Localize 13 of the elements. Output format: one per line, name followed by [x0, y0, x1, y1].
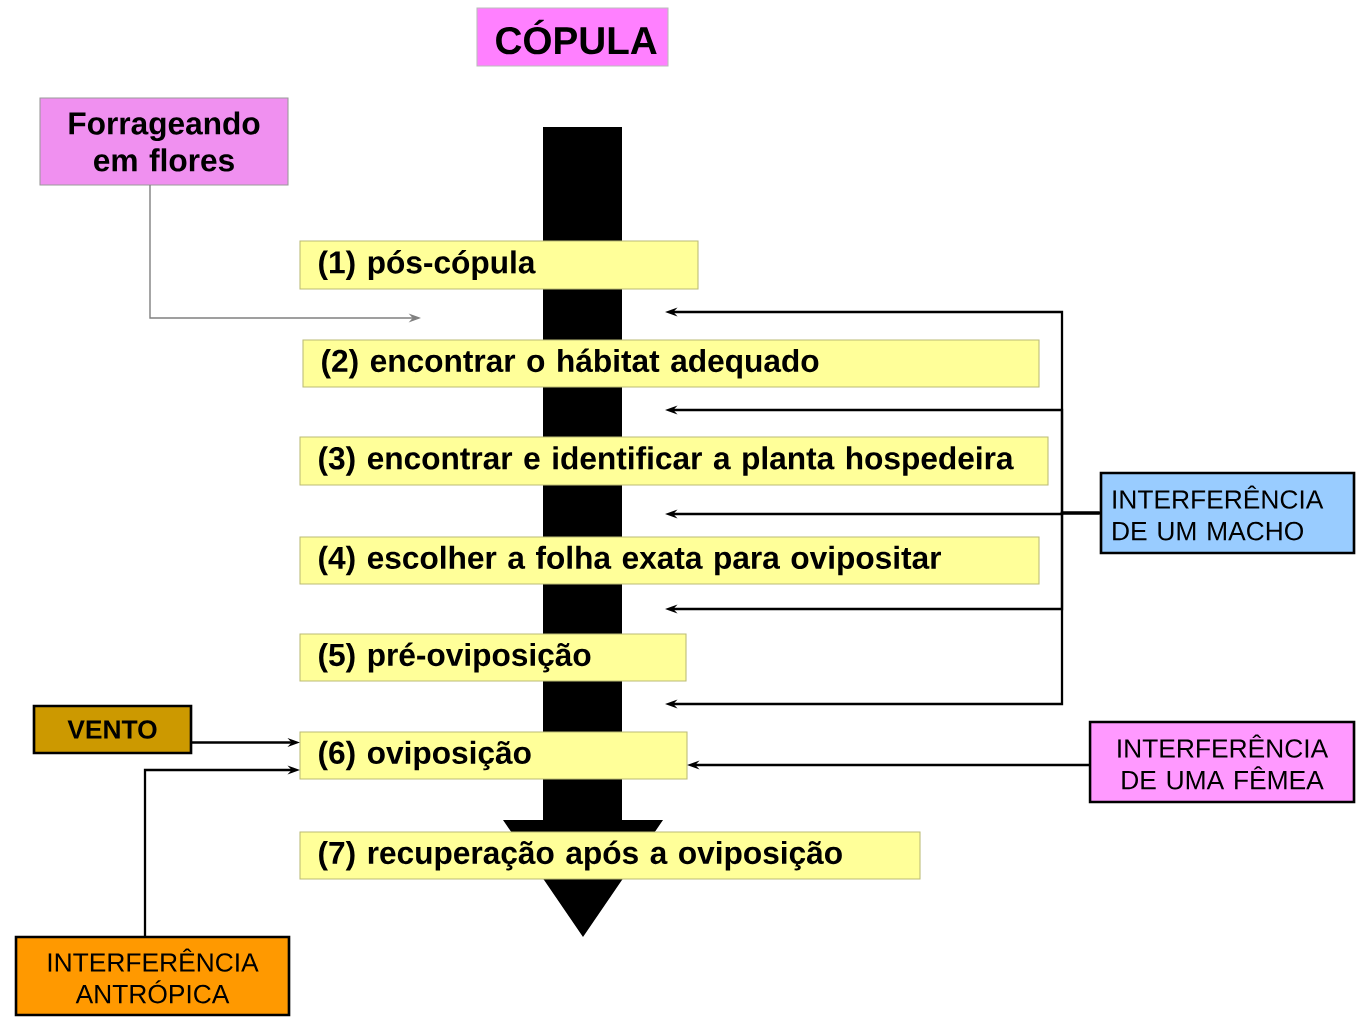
- factor-box: INTERFERÊNCIA ANTRÓPICA: [14, 935, 291, 1017]
- step-box: (4) escolher a folha exata para ovipositar: [299, 536, 1040, 585]
- step-box: (5) pré-oviposição: [299, 633, 687, 682]
- factor-box: INTERFERÊNCIA DE UMA FÊMEA: [1088, 720, 1356, 804]
- title-box: CÓPULA: [476, 7, 669, 67]
- factor-box: INTERFERÊNCIA DE UM MACHO: [1099, 471, 1356, 555]
- step-box: (2) encontrar o hábitat adequado: [302, 339, 1040, 388]
- step-box: (1) pós-cópula: [299, 240, 699, 290]
- step-box: (3) encontrar e identificar a planta hospedeira: [299, 436, 1049, 486]
- process-box: Forrageando em flores: [39, 97, 289, 186]
- factor-box: VENTO: [32, 704, 193, 755]
- step-box: (7) recuperação após a oviposição: [299, 831, 921, 880]
- step-box: (6) oviposição: [299, 731, 688, 780]
